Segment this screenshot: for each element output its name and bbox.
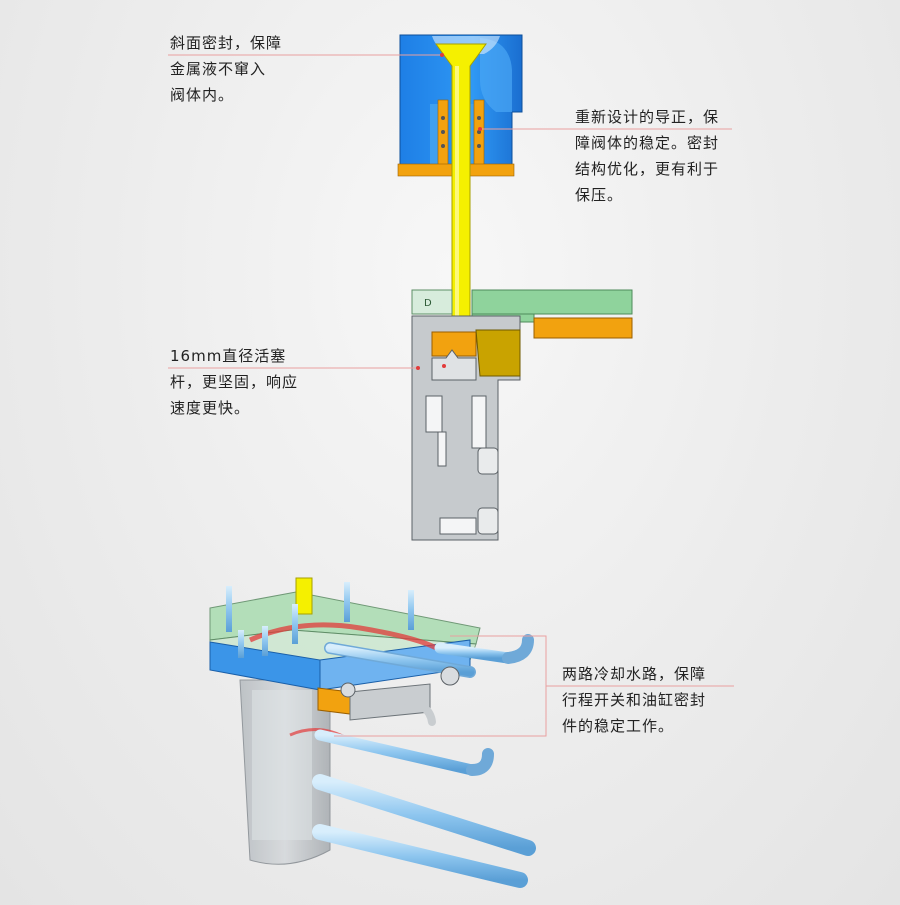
callout-cooling: 两路冷却水路，保障 行程开关和油缸密封 件的稳定工作。 [562,665,707,735]
callout-rod: 16mm直径活塞 杆，更坚固，响应 速度更快。 [170,347,299,417]
leader-lines [168,53,734,737]
callout-bevel-seal: 斜面密封，保障 金属液不窜入 阀体内。 [170,34,283,104]
cylinder-body [411,315,521,541]
svg-text:D: D [424,298,432,309]
callout-guide: 重新设计的导正，保 障阀体的稳定。密封 结构优化，更有利于 保压。 [575,108,720,204]
cooling-assembly [209,577,536,888]
